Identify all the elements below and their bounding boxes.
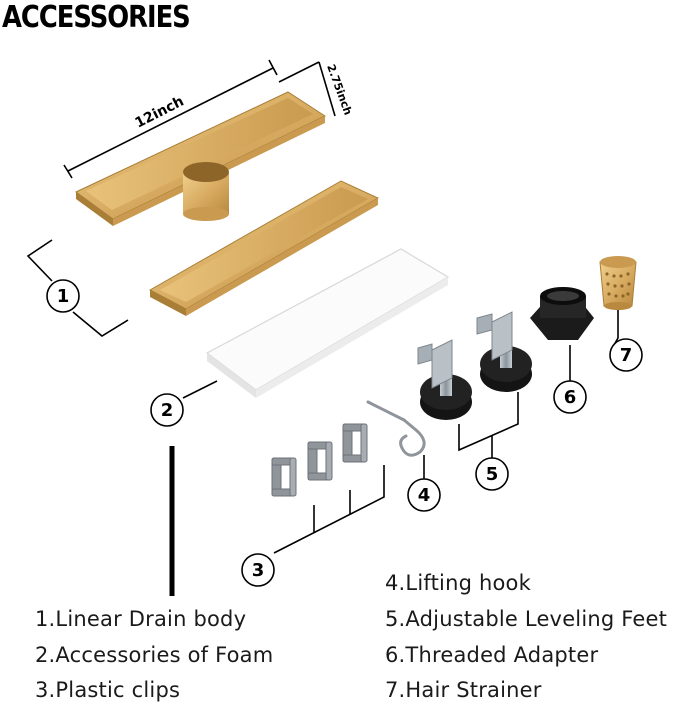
callout-7-leader [613,310,619,346]
callout-6-number: 6 [564,387,577,408]
legend-item-5: 5.Adjustable Leveling Feet [385,607,668,631]
callout-3-bracket [273,465,385,554]
callout-5-circle [475,457,509,491]
callout-6-circle [553,380,587,414]
dimension-lines [63,59,336,179]
threaded-adapter [530,287,594,340]
page-title: ACCESSORIES [2,0,191,35]
legend-item-1: 1.Linear Drain body [35,607,247,631]
plastic-clips [271,423,368,497]
callout-5-bracket [458,392,519,458]
callout-2-number: 2 [161,400,174,421]
foam-sheet [205,248,450,398]
callout-1-bracket [26,239,129,337]
legend-item-7: 7.Hair Strainer [385,678,542,702]
callout-7-number: 7 [620,345,633,366]
callout-3-circle [241,553,275,587]
callout-2-leader [182,380,218,399]
leveling-foot-left [417,339,472,420]
legend-item-2: 2.Accessories of Foam [35,643,274,667]
callout-3-number: 3 [252,560,265,581]
callout-2-circle [150,393,184,427]
callout-4-circle [407,478,441,512]
legend-item-6: 6.Threaded Adapter [385,643,599,667]
callout-7-circle [609,338,643,372]
hair-strainer [599,256,637,310]
legend-item-4: 4.Lifting hook [385,571,531,595]
callout-1-circle [46,279,80,313]
lifting-hook [366,400,426,457]
linear-drain-cover [148,180,380,316]
callout-1-number: 1 [57,286,70,307]
legend-item-3: 3.Plastic clips [35,678,181,702]
linear-drain-body [75,91,327,226]
width-dimension-label: 2.75inch [324,63,354,117]
callout-4-number: 4 [418,485,431,506]
leveling-foot-right [476,311,532,392]
callout-5-number: 5 [486,464,499,485]
